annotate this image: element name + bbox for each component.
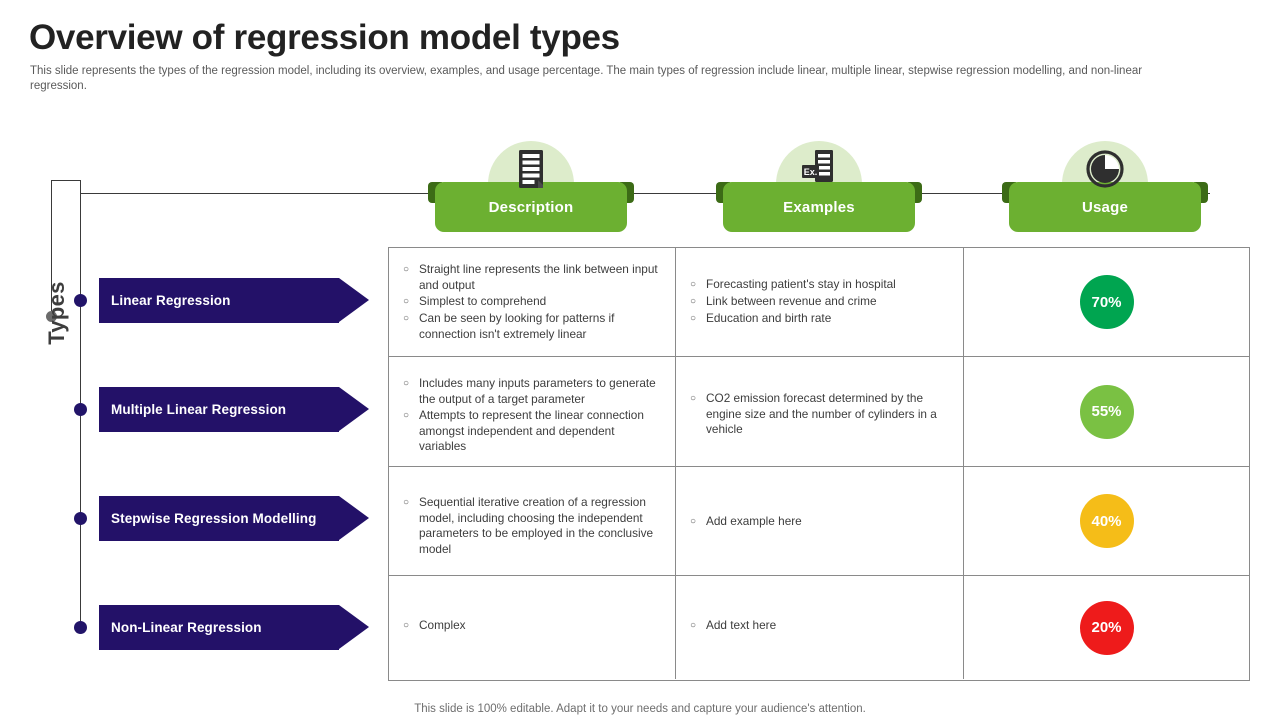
type-chip-stepwise-regression-modelling[interactable]: Stepwise Regression Modelling: [99, 496, 369, 541]
column-header-label: Description: [488, 198, 574, 216]
pie-chart-icon: [1086, 150, 1124, 188]
bullet-icon: ○: [690, 393, 697, 404]
regression-types-table: ○ Straight line represents the link betw…: [388, 247, 1250, 681]
bullet-icon: ○: [403, 313, 410, 325]
cell-usage: 55%: [964, 357, 1249, 466]
rail-dot-2: [74, 403, 87, 416]
type-chip-label: Non-Linear Regression: [111, 620, 262, 635]
svg-text:Ex.: Ex.: [804, 167, 818, 177]
rail-dot-3: [74, 512, 87, 525]
column-header-label: Examples: [783, 198, 855, 216]
banner-description[interactable]: Description: [435, 182, 627, 232]
list-item: ○ Can be seen by looking for patterns if…: [403, 311, 615, 341]
type-chip-label: Stepwise Regression Modelling: [111, 511, 317, 526]
document-lines-icon: [519, 150, 543, 188]
types-axis-label: Types: [44, 281, 69, 345]
list-item: ○ Complex: [403, 618, 466, 632]
table-row: ○ Includes many inputs parameters to gen…: [389, 356, 1249, 466]
bullet-icon: ○: [690, 516, 697, 527]
bullet-icon: ○: [403, 296, 410, 308]
cell-examples: ○ Add text here: [676, 576, 964, 679]
list-item: ○ Simplest to comprehend: [403, 294, 547, 309]
table-row: ○ Complex ○ Add text here 20%: [389, 575, 1249, 679]
usage-badge: 20%: [1079, 600, 1134, 655]
cell-description: ○ Sequential iterative creation of a reg…: [389, 467, 676, 575]
chip-arrow-head: [339, 278, 369, 322]
chip-background: [99, 387, 339, 432]
type-chip-linear-regression[interactable]: Linear Regression: [99, 278, 369, 323]
bullet-icon: ○: [403, 264, 410, 275]
table-row: ○ Sequential iterative creation of a reg…: [389, 466, 1249, 575]
bullet-icon: ○: [690, 313, 697, 324]
rail-bracket-vertical: [51, 180, 52, 314]
bullet-icon: ○: [690, 620, 697, 631]
examples-document-icon: Ex.: [802, 150, 833, 182]
rail-dot-4: [74, 621, 87, 634]
list-item: ○ CO2 emission forecast determined by th…: [690, 391, 937, 437]
footer-note: This slide is 100% editable. Adapt it to…: [414, 703, 866, 715]
type-chip-multiple-linear-regression[interactable]: Multiple Linear Regression: [99, 387, 369, 432]
cell-description: ○ Includes many inputs parameters to gen…: [389, 357, 676, 466]
list-item: ○ Attempts to represent the linear conne…: [403, 408, 644, 454]
usage-badge: 55%: [1079, 384, 1134, 439]
type-chip-label: Linear Regression: [111, 293, 231, 308]
chip-arrow-head: [339, 605, 369, 649]
cell-examples: ○ Forecasting patient's stay in hospital…: [676, 248, 964, 356]
list-item: ○ Education and birth rate: [690, 311, 832, 325]
list-item: ○ Forecasting patient's stay in hospital: [690, 277, 896, 291]
cell-usage: 20%: [964, 576, 1249, 679]
bullet-icon: ○: [690, 296, 697, 307]
list-item: ○ Includes many inputs parameters to gen…: [403, 376, 656, 406]
column-header-label: Usage: [1081, 198, 1129, 216]
list-item: ○ Add example here: [690, 514, 802, 528]
chip-background: [99, 278, 339, 323]
list-item: ○ Straight line represents the link betw…: [403, 262, 658, 292]
rail-end-dot: [46, 311, 57, 322]
cell-description: ○ Complex: [389, 576, 676, 679]
bullet-icon: ○: [403, 497, 410, 508]
table-row: ○ Straight line represents the link betw…: [389, 248, 1249, 356]
cell-examples: ○ Add example here: [676, 467, 964, 575]
type-chip-non-linear-regression[interactable]: Non-Linear Regression: [99, 605, 369, 650]
rail-dot-1: [74, 294, 87, 307]
cell-description: ○ Straight line represents the link betw…: [389, 248, 676, 356]
list-item: ○ Link between revenue and crime: [690, 294, 877, 308]
bullet-icon: ○: [690, 279, 697, 290]
banner-usage[interactable]: Usage: [1009, 182, 1201, 232]
rail-bracket-horizontal: [51, 180, 81, 181]
chip-arrow-head: [339, 496, 369, 540]
chip-arrow-head: [339, 387, 369, 431]
chip-background: [99, 496, 339, 541]
rail-top-connector-line: [80, 193, 1210, 195]
usage-badge: 70%: [1079, 275, 1134, 329]
page-subtitle: This slide represents the types of the r…: [30, 65, 1143, 92]
cell-usage: 70%: [964, 248, 1249, 356]
type-chip-label: Multiple Linear Regression: [111, 402, 287, 417]
bullet-icon: ○: [403, 378, 410, 389]
usage-badge: 40%: [1079, 494, 1134, 548]
bullet-icon: ○: [403, 410, 410, 422]
cell-usage: 40%: [964, 467, 1249, 575]
cell-examples: ○ CO2 emission forecast determined by th…: [676, 357, 964, 466]
bullet-icon: ○: [403, 620, 410, 631]
chip-background: [99, 605, 339, 650]
banner-examples[interactable]: Examples: [723, 182, 915, 232]
list-item: ○ Sequential iterative creation of a reg…: [403, 495, 654, 556]
page-title: Overview of regression model types: [29, 18, 620, 57]
list-item: ○ Add text here: [690, 618, 777, 632]
